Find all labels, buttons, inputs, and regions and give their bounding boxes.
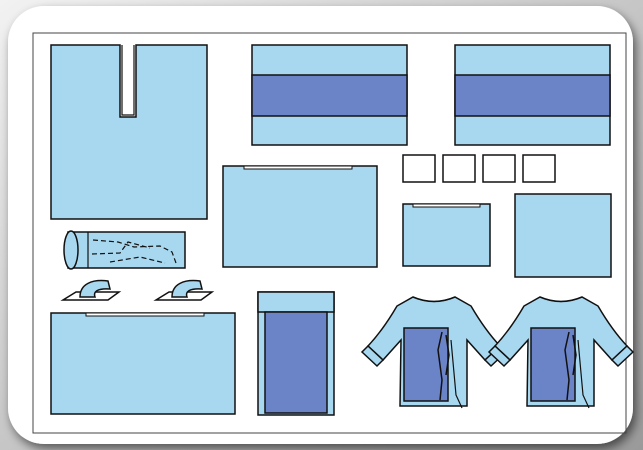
stockinette: [64, 231, 185, 269]
drape-with-adhesive: [51, 313, 235, 414]
drape-with-stripe: [252, 45, 407, 145]
tall-drape-with-panel: [258, 292, 334, 415]
small-square-label: [523, 155, 555, 182]
drape-with-stripe: [455, 45, 610, 145]
small-square-label: [483, 155, 515, 182]
plain-drape: [515, 194, 611, 277]
small-square-label: [403, 155, 435, 182]
small-square-label: [443, 155, 475, 182]
drape-with-u-split: [51, 45, 207, 219]
drape-with-adhesive: [403, 204, 490, 266]
drape-with-adhesive: [223, 166, 377, 267]
